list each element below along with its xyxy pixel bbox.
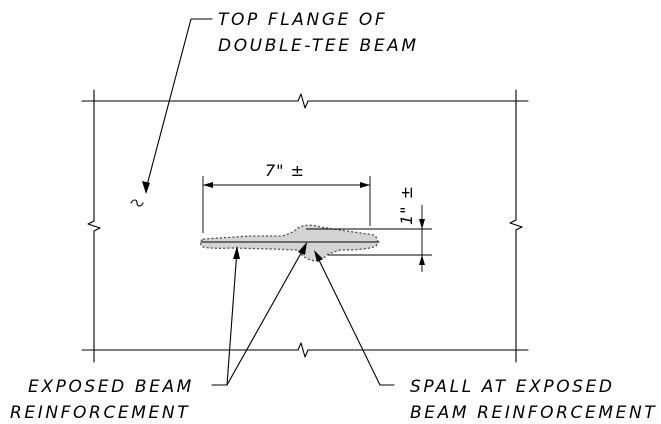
- spall-leader: [314, 250, 395, 386]
- depth-dimension: 1" ±: [306, 185, 432, 272]
- spall-label-line2: BEAM REINFORCEMENT: [410, 403, 657, 423]
- concrete-surface-symbol: [130, 199, 144, 207]
- exposed-reinforcement-label-line2: REINFORCEMENT: [10, 403, 190, 423]
- width-dimension: 7" ±: [202, 161, 371, 233]
- top-flange-label-line2: DOUBLE-TEE BEAM: [218, 36, 419, 56]
- exposed-reinforcement-label-line1: EXPOSED BEAM: [28, 377, 194, 397]
- spall-shape: [199, 224, 379, 262]
- top-flange-leader: [142, 18, 213, 194]
- exposed-reinforcement-leaders: [211, 242, 307, 386]
- beam-flange-outline: [81, 89, 529, 363]
- width-dimension-text: 7" ±: [265, 161, 305, 180]
- top-flange-label-line1: TOP FLANGE OF: [218, 10, 387, 30]
- spall-label-line1: SPALL AT EXPOSED: [410, 377, 615, 397]
- depth-dimension-text: 1" ±: [397, 185, 416, 225]
- spall-region: [199, 224, 380, 262]
